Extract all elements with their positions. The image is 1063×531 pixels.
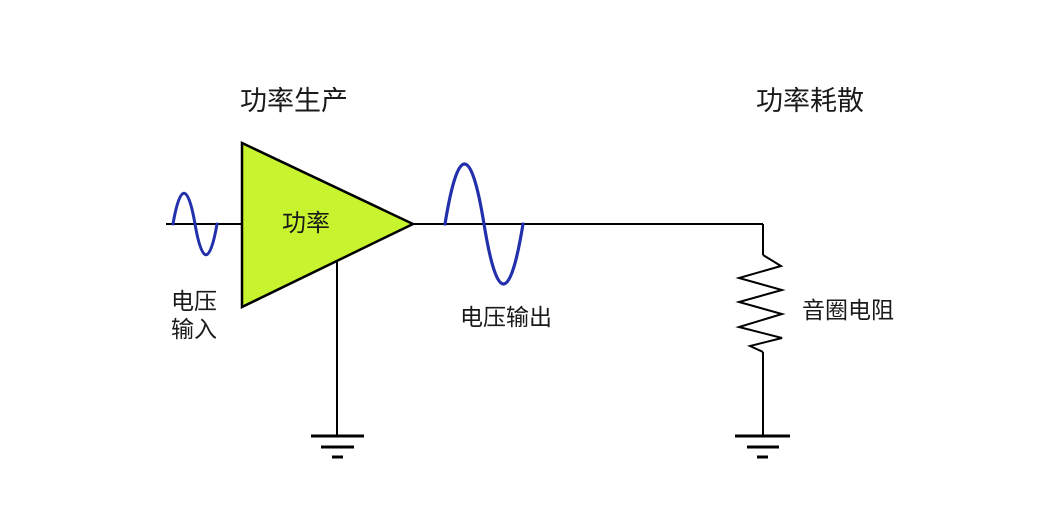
- amplifier-label: 功率: [282, 210, 330, 237]
- ground-symbol-right: [735, 434, 790, 459]
- input-sine-wave-icon: [171, 191, 219, 257]
- power-dissipation-title: 功率耗散: [756, 86, 864, 116]
- voltage-input-label-line2: 输入: [171, 316, 217, 342]
- voltage-output-label: 电压输出: [460, 304, 552, 330]
- power-production-title: 功率生产: [240, 86, 348, 116]
- voltage-input-label-line1: 电压: [171, 288, 217, 314]
- output-sine-wave-icon: [443, 162, 525, 286]
- amplifier-triangle: [240, 141, 416, 309]
- voice-coil-resistance-label: 音圈电阻: [802, 297, 894, 323]
- resistor-zigzag: [735, 254, 786, 353]
- ground-symbol-left: [311, 434, 364, 459]
